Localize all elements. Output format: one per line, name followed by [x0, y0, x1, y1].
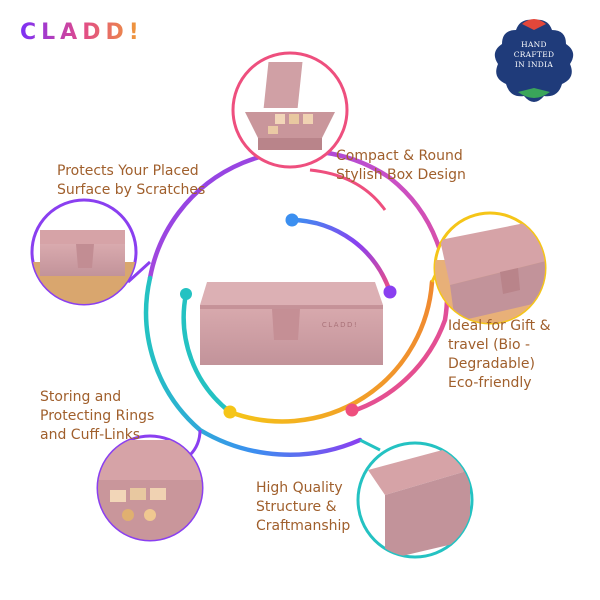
feature-line: travel (Bio - [448, 337, 531, 353]
outer-arc [147, 148, 450, 415]
feature-gift-travel: Ideal for Gift & travel (Bio - Degradabl… [448, 317, 551, 393]
feature-storing-rings: Storing and Protecting Rings and Cuff-Li… [40, 388, 154, 445]
feature-protects-surface: Protects Your Placed Surface by Scratche… [57, 162, 205, 200]
bubble-bottom-right-box-edge [356, 441, 474, 559]
bubble-bottom-left-rings [96, 434, 204, 542]
connector-top [309, 168, 387, 211]
feature-line: Storing and [40, 389, 122, 405]
dot-teal [180, 288, 192, 300]
connector-left [126, 260, 152, 284]
yellow-arc [227, 279, 435, 424]
bubble-top-open-box [231, 51, 349, 169]
brand-logo: CLADD! [20, 20, 144, 45]
dot-blue [285, 213, 299, 227]
badge-line-3: IN INDIA [514, 60, 554, 69]
feature-compact-design: Compact & Round Stylish Box Design [336, 147, 466, 185]
feature-line: High Quality [256, 480, 343, 496]
handcrafted-badge [494, 19, 574, 102]
bottom-arc [143, 275, 363, 457]
feature-line: Ideal for Gift & [448, 318, 551, 334]
inner-arc [289, 217, 393, 295]
feature-line: Eco-friendly [448, 375, 532, 391]
dot-purple [383, 285, 397, 299]
feature-line: Structure & [256, 499, 337, 515]
feature-line: Compact & Round [336, 148, 463, 164]
feature-high-quality: High Quality Structure & Craftmanship [256, 479, 350, 536]
feature-line: Surface by Scratches [57, 182, 206, 198]
feature-line: Stylish Box Design [336, 167, 466, 183]
dot-yellow [223, 405, 237, 419]
inner-left-arc [181, 291, 233, 415]
feature-line: Craftmanship [256, 518, 351, 534]
bubble-left-closed-box [30, 198, 138, 306]
badge-line-1: HAND [521, 40, 547, 49]
box-lid-logo: CLADD! [322, 321, 358, 329]
badge-line-2: CRAFTED [513, 50, 555, 59]
feature-line: Protecting Rings [40, 408, 155, 424]
bubble-right-box-corner [433, 211, 547, 325]
badge-text: HAND CRAFTED IN INDIA [508, 40, 560, 70]
connector-bottom-left [188, 429, 202, 457]
feature-line: and Cuff-Links [40, 427, 141, 443]
center-product-box: CLADD! [200, 282, 383, 365]
feature-line: Degradable) [448, 356, 535, 372]
dot-pink [345, 403, 359, 417]
connector-bottom-right [359, 438, 381, 452]
feature-line: Protects Your Placed [57, 163, 199, 179]
